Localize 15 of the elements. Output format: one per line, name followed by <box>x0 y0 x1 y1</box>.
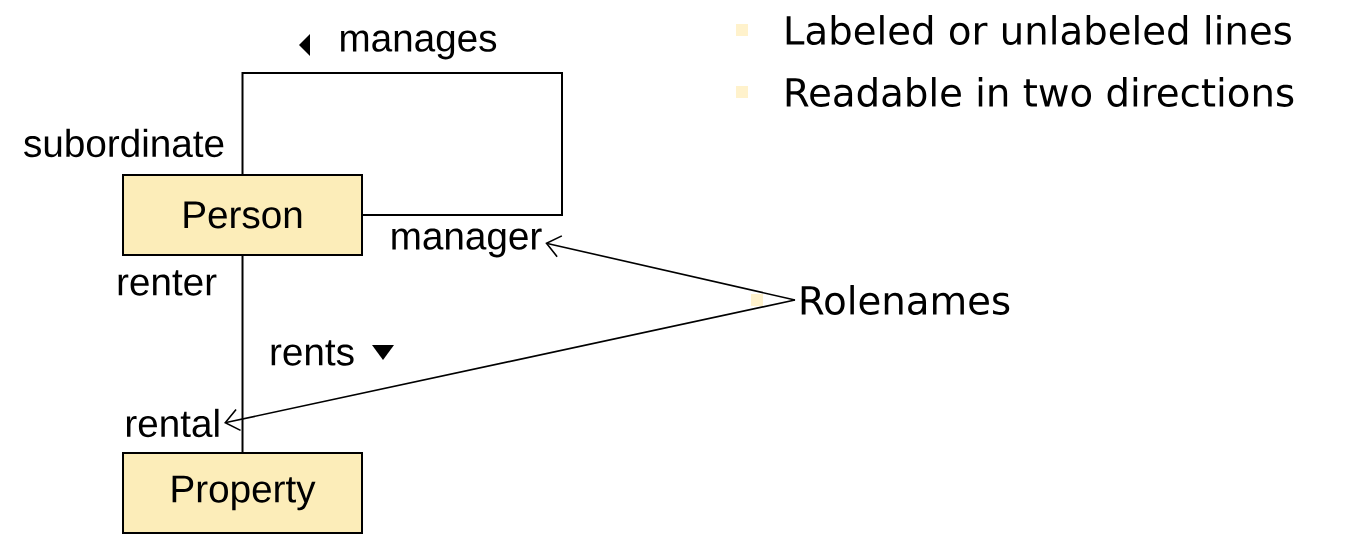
role-name: rental <box>126 408 219 438</box>
association-line <box>241 72 563 216</box>
class-box: Person <box>122 174 363 256</box>
arrow <box>545 235 796 301</box>
bullet-text: Labeled or unlabeled lines <box>786 15 1291 45</box>
arrow <box>224 299 796 432</box>
edge-label: rents <box>267 338 357 367</box>
role-name: renter <box>118 270 217 296</box>
bullet-text: Readable in two directions <box>786 77 1294 107</box>
association-line <box>241 255 244 453</box>
bullet-text: Rolenames <box>801 285 1010 315</box>
edge-label: manages <box>337 29 499 61</box>
class-box: Property <box>122 452 363 534</box>
role-name: manager <box>392 228 542 258</box>
role-name: subordinate <box>24 128 224 158</box>
